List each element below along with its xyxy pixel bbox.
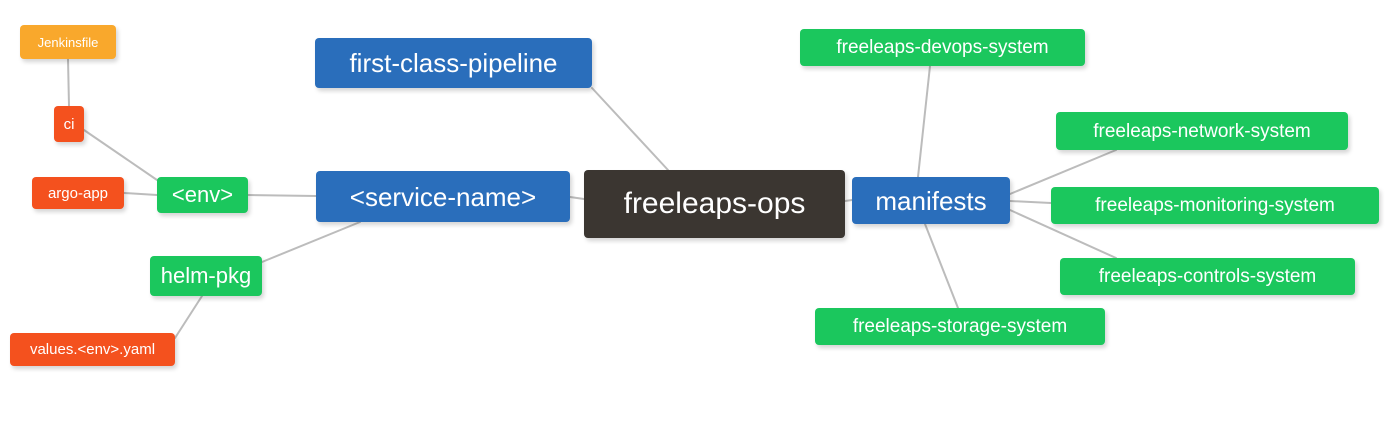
- edge-ci-to-env: [83, 129, 158, 181]
- node-manifests[interactable]: manifests: [852, 177, 1010, 224]
- node-label-storage: freeleaps-storage-system: [852, 316, 1068, 337]
- node-label-values-yaml: values.<env>.yaml: [29, 341, 156, 358]
- edge-jenkinsfile-to-ci: [67, 58, 70, 107]
- edge-manifests-to-storage: [924, 223, 959, 309]
- edge-manifests-to-monitoring: [1009, 200, 1052, 204]
- node-label-network: freeleaps-network-system: [1093, 120, 1311, 142]
- node-label-jenkinsfile: Jenkinsfile: [37, 34, 99, 50]
- node-helm-pkg[interactable]: helm-pkg: [150, 256, 262, 296]
- node-label-controls: freeleaps-controls-system: [1098, 266, 1317, 287]
- node-root[interactable]: freeleaps-ops: [584, 170, 845, 238]
- node-label-monitoring: freeleaps-monitoring-system: [1095, 195, 1335, 216]
- node-env[interactable]: <env>: [157, 177, 248, 213]
- node-ci[interactable]: ci: [54, 106, 84, 142]
- node-label-root: freeleaps-ops: [623, 187, 806, 220]
- edge-env-to-service-name: [247, 194, 317, 197]
- node-label-ci: ci: [63, 115, 75, 133]
- node-label-service-name: <service-name>: [349, 181, 537, 212]
- node-label-argo-app: argo-app: [47, 184, 109, 202]
- node-controls[interactable]: freeleaps-controls-system: [1060, 258, 1355, 295]
- node-network[interactable]: freeleaps-network-system: [1056, 112, 1348, 150]
- node-values-yaml[interactable]: values.<env>.yaml: [10, 333, 175, 366]
- edge-argo-app-to-env: [123, 192, 158, 196]
- edge-values-yaml-to-helm-pkg: [174, 295, 203, 339]
- edge-manifests-to-devops: [917, 65, 931, 178]
- edge-helm-pkg-to-service-name: [261, 221, 361, 263]
- node-label-fcp: first-class-pipeline: [349, 48, 558, 78]
- node-devops[interactable]: freeleaps-devops-system: [800, 29, 1085, 66]
- node-label-env: <env>: [171, 182, 234, 207]
- edge-service-name-to-root: [569, 196, 585, 200]
- node-storage[interactable]: freeleaps-storage-system: [815, 308, 1105, 345]
- node-label-devops: freeleaps-devops-system: [836, 37, 1049, 58]
- node-label-manifests: manifests: [875, 185, 987, 216]
- edge-root-to-manifests: [844, 199, 853, 202]
- node-service-name[interactable]: <service-name>: [316, 171, 570, 222]
- node-monitoring[interactable]: freeleaps-monitoring-system: [1051, 187, 1379, 224]
- node-fcp[interactable]: first-class-pipeline: [315, 38, 592, 88]
- node-jenkinsfile[interactable]: Jenkinsfile: [20, 25, 116, 59]
- node-argo-app[interactable]: argo-app: [32, 177, 124, 209]
- node-label-helm-pkg: helm-pkg: [160, 263, 252, 288]
- edge-fcp-to-root: [591, 87, 669, 171]
